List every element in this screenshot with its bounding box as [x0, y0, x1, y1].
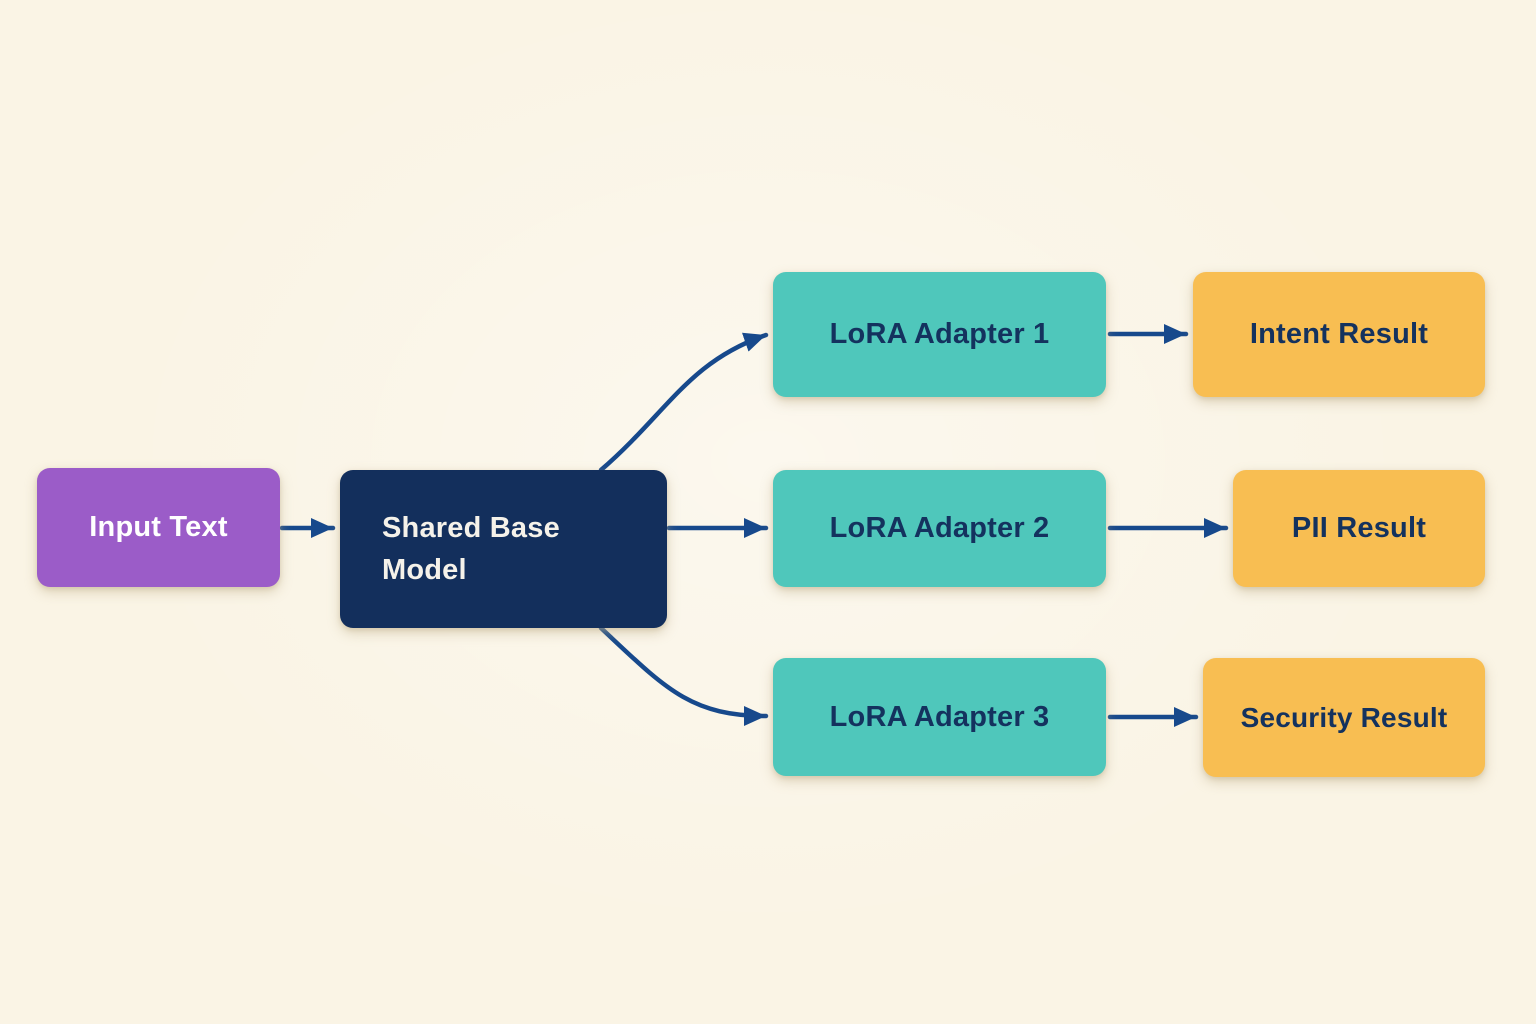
node-lora-adapter-1: LoRA Adapter 1 [773, 272, 1106, 397]
node-lora-adapter-3: LoRA Adapter 3 [773, 658, 1106, 776]
node-intent-result: Intent Result [1193, 272, 1485, 397]
node-intent-result-label: Intent Result [1249, 318, 1429, 350]
node-input-text: Input Text [37, 468, 280, 587]
node-pii-result: PII Result [1233, 470, 1485, 587]
edge-base-to-adapter1-arrow [598, 332, 769, 473]
node-lora-adapter-1-label: LoRA Adapter 1 [829, 318, 1050, 350]
node-security-result: Security Result [1203, 658, 1485, 777]
node-input-text-label: Input Text [89, 511, 228, 543]
node-lora-adapter-2: LoRA Adapter 2 [773, 470, 1106, 587]
node-pii-result-label: PII Result [1291, 512, 1427, 544]
node-lora-adapter-3-label: LoRA Adapter 3 [829, 700, 1050, 733]
node-lora-adapter-2-label: LoRA Adapter 2 [829, 512, 1050, 544]
node-security-result-label: Security Result [1240, 701, 1448, 733]
node-shared-base-model-label: Shared Base Model [382, 511, 560, 586]
node-shared-base-model: Shared Base Model [340, 470, 667, 628]
edge-base-to-adapter3-arrow [598, 625, 769, 726]
